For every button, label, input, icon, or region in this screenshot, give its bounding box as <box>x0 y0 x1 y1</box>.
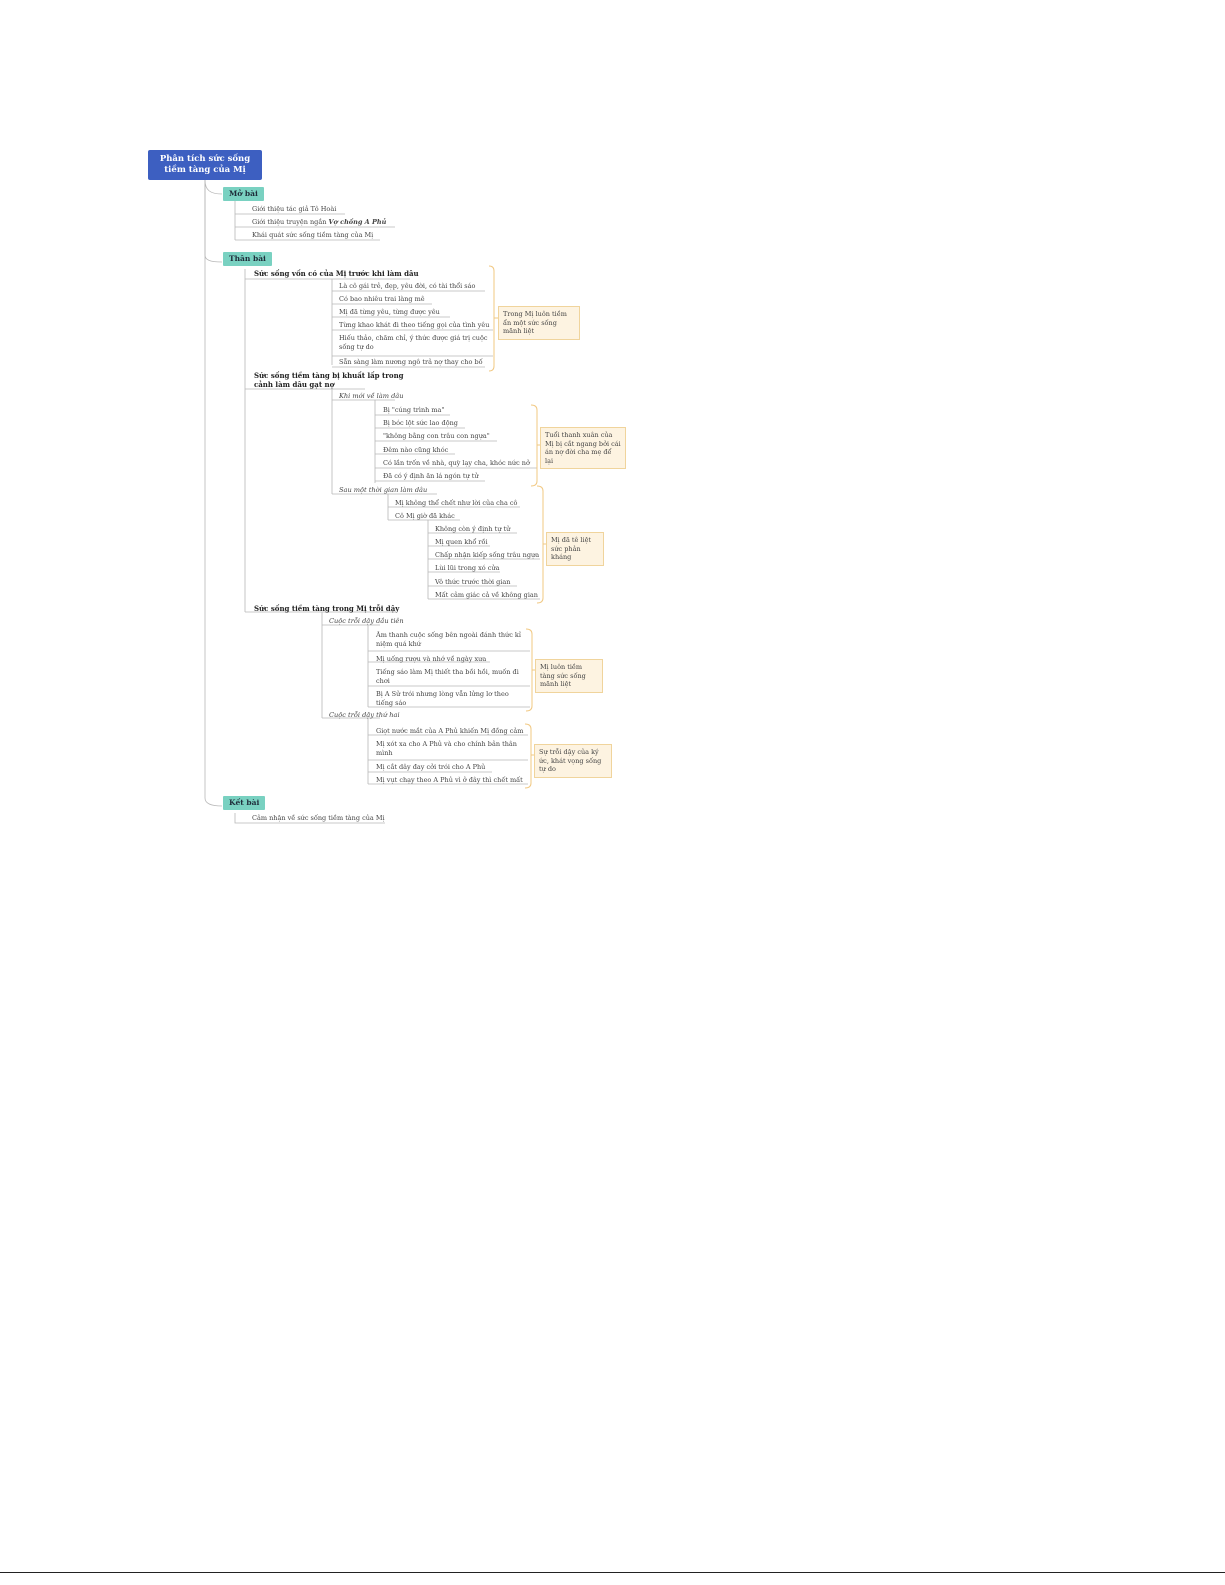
root-topic[interactable]: Phân tích sức sống tiềm tàng của Mị <box>148 150 262 180</box>
list-item[interactable]: Giọt nước mắt của A Phủ khiến Mị đồng cả… <box>376 727 524 735</box>
group-title[interactable]: Khi mới về làm dâu <box>339 392 404 400</box>
summary-note[interactable]: Mị đã tê liệt sức phản kháng <box>546 532 604 566</box>
list-item[interactable]: Mị không thể chết như lời của cha cô <box>395 499 518 507</box>
list-item[interactable]: Hiếu thảo, chăm chỉ, ý thức được giá trị… <box>339 334 488 351</box>
list-item[interactable]: Đã có ý định ăn lá ngón tự tử <box>383 472 479 480</box>
group-title[interactable]: Sau một thời gian làm dâu <box>339 486 428 494</box>
list-item[interactable]: Mị cắt dây đay cởi trói cho A Phủ <box>376 763 486 771</box>
list-item[interactable]: Không còn ý định tự tử <box>435 525 511 533</box>
list-item[interactable]: "không bằng con trâu con ngựa" <box>383 432 490 440</box>
list-item[interactable]: Là cô gái trẻ, đẹp, yêu đời, có tài thổi… <box>339 282 476 290</box>
list-item[interactable]: Bị A Sử trói nhưng lòng vẫn lửng lơ theo… <box>376 690 509 707</box>
list-item[interactable]: Mị đã từng yêu, từng được yêu <box>339 308 440 316</box>
leaf-text: Giới thiệu truyện ngắn <box>252 218 327 226</box>
list-item[interactable]: Bị "cúng trình ma" <box>383 406 445 414</box>
section-than-bai[interactable]: Thân bài <box>223 252 272 266</box>
section-mo-bai[interactable]: Mở bài <box>223 187 264 201</box>
list-item[interactable]: Giới thiệu truyện ngắn Vợ chồng A Phủ <box>252 218 386 227</box>
list-item[interactable]: Âm thanh cuộc sống bên ngoài đánh thức k… <box>376 631 521 648</box>
list-item[interactable]: Bị bóc lột sức lao động <box>383 419 458 427</box>
work-title: Vợ chồng A Phủ <box>328 218 387 226</box>
list-item[interactable]: Đêm nào cũng khóc <box>383 446 449 454</box>
group-title[interactable]: Cuộc trỗi dậy thứ hai <box>329 711 400 719</box>
subtopic-sub3[interactable]: Sức sống tiềm tàng trong Mị trỗi dậy <box>254 604 400 613</box>
subtopic-sub1[interactable]: Sức sống vốn có của Mị trước khi làm dâu <box>254 269 419 278</box>
summary-note[interactable]: Tuổi thanh xuân của Mị bị cắt ngang bởi … <box>540 427 626 469</box>
list-item[interactable]: Vô thức trước thời gian <box>435 578 511 586</box>
list-item[interactable]: Cảm nhận về sức sống tiềm tàng của Mị <box>252 814 385 822</box>
list-item[interactable]: Sẵn sàng làm nương ngô trả nợ thay cho b… <box>339 358 483 366</box>
list-item[interactable]: Tiếng sáo làm Mị thiết tha bồi hồi, muốn… <box>376 668 519 685</box>
subtopic-line: Sức sống tiềm tàng bị khuất lấp trong <box>254 371 404 380</box>
summary-note[interactable]: Sự trỗi dậy của ký ức, khát vọng sống tự… <box>534 744 612 778</box>
list-item[interactable]: Khái quát sức sống tiềm tàng của Mị <box>252 231 374 239</box>
page-divider <box>0 1572 1225 1573</box>
summary-note[interactable]: Trong Mị luôn tiềm ẩn một sức sống mãnh … <box>498 306 580 340</box>
group-title[interactable]: Cuộc trỗi dậy đầu tiên <box>329 617 404 625</box>
list-item[interactable]: Mị quen khổ rồi <box>435 538 488 546</box>
list-item[interactable]: Mị vụt chạy theo A Phủ vì ở đây thì chết… <box>376 776 523 784</box>
list-item[interactable]: Mị xót xa cho A Phủ và cho chính bản thâ… <box>376 740 517 757</box>
list-item[interactable]: Giới thiệu tác giả Tô Hoài <box>252 205 337 213</box>
list-item[interactable]: Lùi lũi trong xó cửa <box>435 564 500 572</box>
list-item[interactable]: Có lần trốn về nhà, quỳ lạy cha, khóc nứ… <box>383 459 530 467</box>
subtopic-line: cảnh làm dâu gạt nợ <box>254 380 335 389</box>
list-item[interactable]: Cô Mị giờ đã khác <box>395 512 455 520</box>
section-ket-bai[interactable]: Kết bài <box>223 796 266 810</box>
list-item[interactable]: Mị uống rượu và nhớ về ngày xưa <box>376 655 487 663</box>
summary-note[interactable]: Mị luôn tiềm tàng sức sống mãnh liệt <box>535 659 603 693</box>
list-item[interactable]: Từng khao khát đi theo tiếng gọi của tìn… <box>339 321 490 329</box>
list-item[interactable]: Chấp nhận kiếp sống trâu ngựa <box>435 551 540 559</box>
list-item[interactable]: Có bao nhiêu trai làng mê <box>339 295 425 303</box>
list-item[interactable]: Mất cảm giác cả về không gian <box>435 591 538 599</box>
